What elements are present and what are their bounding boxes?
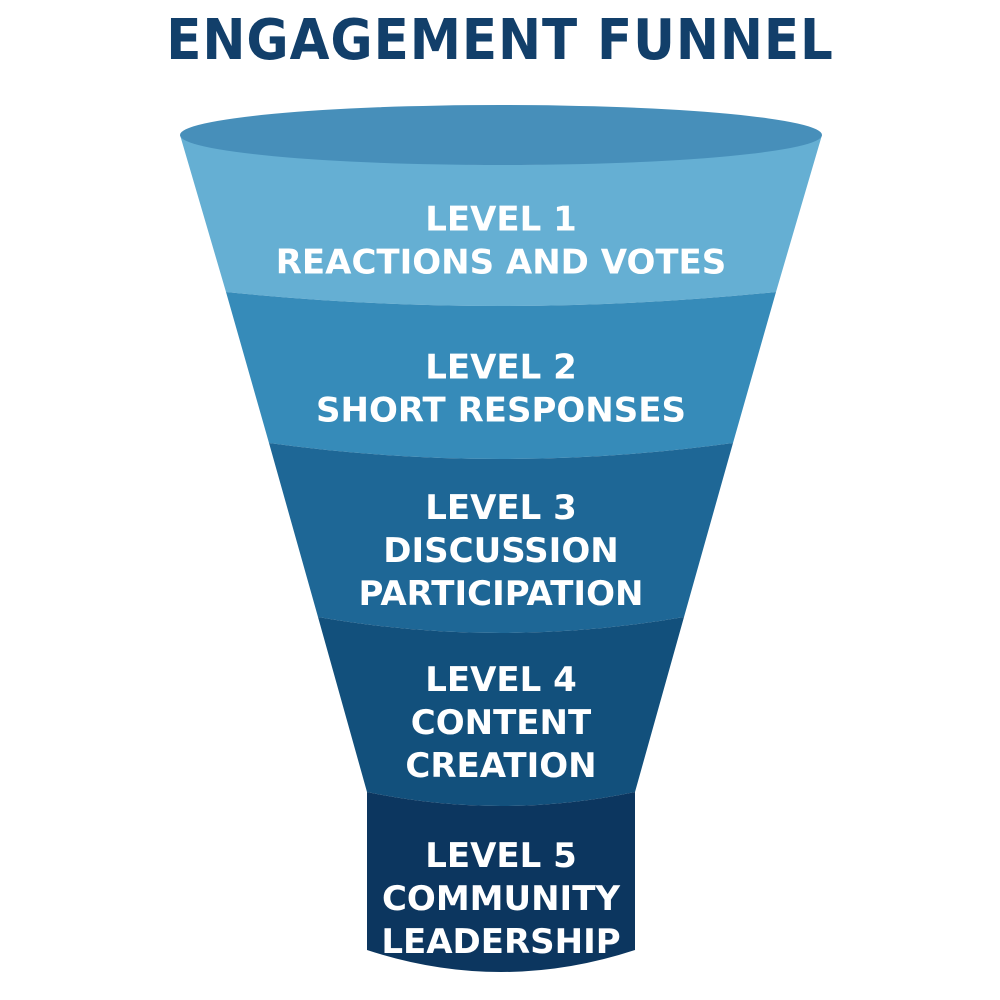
level-3-number: LEVEL 3 bbox=[425, 488, 577, 528]
funnel-top-rim bbox=[180, 105, 822, 165]
level-3-label: PARTICIPATION bbox=[359, 574, 644, 614]
funnel-band-level-5 bbox=[367, 792, 635, 972]
diagram-title: ENGAGEMENT FUNNEL bbox=[166, 8, 834, 73]
funnel-band-level-4 bbox=[318, 617, 684, 806]
funnel-band-level-2 bbox=[226, 292, 776, 459]
level-2-number: LEVEL 2 bbox=[425, 348, 577, 388]
level-3-label: DISCUSSION bbox=[383, 531, 618, 571]
level-5-label: LEADERSHIP bbox=[381, 922, 620, 962]
level-2-label: SHORT RESPONSES bbox=[316, 391, 686, 431]
level-5-label: COMMUNITY bbox=[382, 879, 620, 919]
level-4-number: LEVEL 4 bbox=[425, 660, 577, 700]
level-1-label: REACTIONS AND VOTES bbox=[276, 243, 727, 283]
level-4-label: CONTENT bbox=[411, 703, 592, 743]
funnel-band-level-1 bbox=[180, 135, 822, 306]
funnel-band-level-3 bbox=[269, 443, 733, 633]
level-1-number: LEVEL 1 bbox=[425, 200, 577, 240]
level-5-number: LEVEL 5 bbox=[425, 836, 577, 876]
level-4-label: CREATION bbox=[405, 746, 596, 786]
